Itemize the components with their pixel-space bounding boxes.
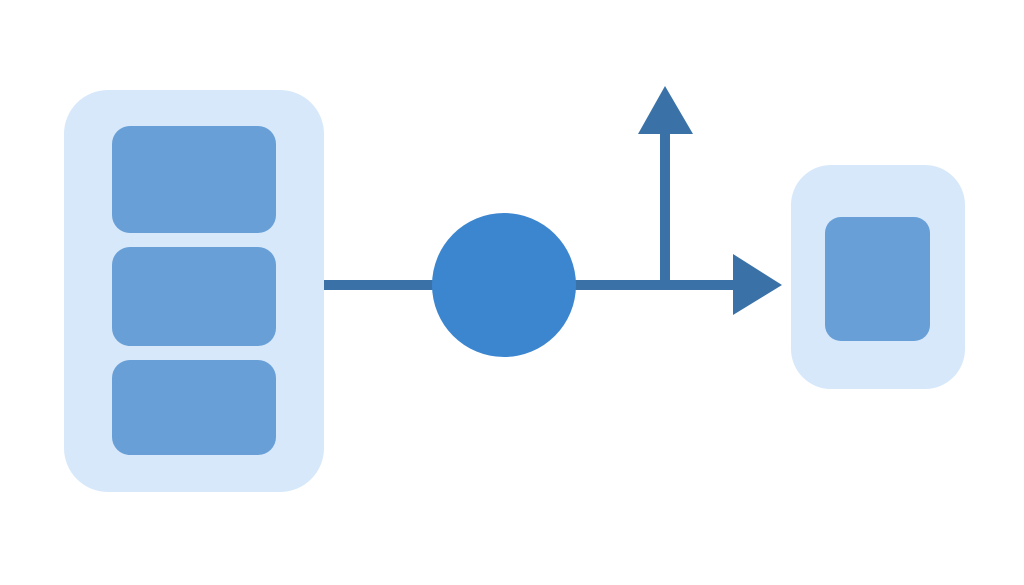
source-block-2 — [112, 247, 276, 346]
target-block — [825, 217, 930, 341]
right-arrowhead-icon — [733, 254, 782, 315]
source-container — [64, 90, 324, 492]
upward-branch-connector — [660, 128, 670, 285]
up-arrowhead-icon — [638, 86, 693, 134]
source-to-hub-connector — [324, 280, 436, 290]
source-block-3 — [112, 360, 276, 455]
target-container — [791, 165, 965, 389]
hub-node — [432, 213, 576, 357]
source-block-1 — [112, 126, 276, 233]
